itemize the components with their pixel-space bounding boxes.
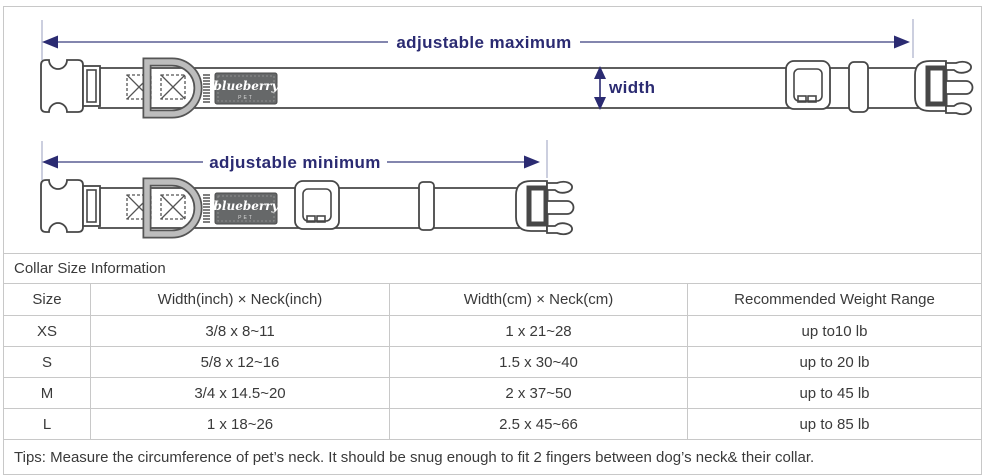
brand-name: blueberry [214, 79, 280, 93]
cell-cm: 1 x 21~28 [389, 315, 688, 347]
cell-inch: 5/8 x 12~16 [90, 346, 390, 378]
ribbed-stitch-icon [203, 74, 210, 103]
header-weight-range: Recommended Weight Range [687, 283, 982, 316]
buckle-male-icon [914, 60, 974, 116]
collar-diagram-minimum: adjustable minimum blueberry PET [40, 140, 575, 239]
slider-icon [294, 180, 340, 230]
cell-weight: up to10 lb [687, 315, 982, 347]
cell-weight: up to 45 lb [687, 377, 982, 409]
collar-diagram-maximum: adjustable maximum [40, 19, 974, 119]
table-row-s: S 5/8 x 12~16 1.5 x 30~40 up to 20 lb [3, 346, 982, 378]
stitch-marks-icon [126, 194, 186, 220]
dimension-arrow-minimum: adjustable minimum [42, 153, 540, 172]
table-section-title: Collar Size Information [3, 253, 982, 284]
arrowhead-left-icon [42, 35, 58, 49]
cell-inch: 3/4 x 14.5~20 [90, 377, 390, 409]
dimension-arrow-maximum: adjustable maximum [42, 33, 910, 52]
keeper-icon [418, 181, 435, 231]
cell-cm: 2 x 37~50 [389, 377, 688, 409]
cell-cm: 2.5 x 45~66 [389, 408, 688, 440]
d-ring-icon [142, 57, 203, 119]
header-width-inch: Width(inch) × Neck(inch) [90, 283, 390, 316]
table-row-xs: XS 3/8 x 8~11 1 x 21~28 up to10 lb [3, 315, 982, 347]
brand-label: blueberry PET [214, 72, 280, 105]
width-label: width [608, 78, 655, 97]
size-table-section: Collar Size Information Size Width(inch)… [3, 253, 982, 475]
tips-text: Tips: Measure the circumference of pet’s… [3, 439, 982, 475]
table-header-row: Size Width(inch) × Neck(inch) Width(cm) … [3, 283, 982, 316]
brand-sub: PET [238, 95, 254, 101]
arrowhead-right-icon [894, 35, 910, 49]
cell-cm: 1.5 x 30~40 [389, 346, 688, 378]
adjustable-minimum-label: adjustable minimum [209, 153, 381, 172]
stitch-marks-icon [126, 74, 186, 100]
brand-name: blueberry [214, 199, 280, 213]
cell-size: S [3, 346, 91, 378]
adjustable-maximum-label: adjustable maximum [396, 33, 571, 52]
header-width-cm: Width(cm) × Neck(cm) [389, 283, 688, 316]
cell-weight: up to 85 lb [687, 408, 982, 440]
table-row-l: L 1 x 18~26 2.5 x 45~66 up to 85 lb [3, 408, 982, 440]
collar-size-table: Collar Size Information Size Width(inch)… [3, 253, 982, 475]
slider-icon [785, 60, 831, 110]
brand-sub: PET [238, 215, 254, 221]
cell-size: XS [3, 315, 91, 347]
buckle-female-icon [40, 59, 101, 113]
cell-inch: 3/8 x 8~11 [90, 315, 390, 347]
keeper-icon [848, 61, 869, 113]
width-arrow: width [594, 66, 655, 110]
d-ring-icon [142, 177, 203, 239]
buckle-male-icon [515, 180, 575, 236]
buckle-female-icon [40, 179, 101, 233]
ribbed-stitch-icon [203, 194, 210, 223]
arrowhead-up-icon [594, 66, 606, 79]
brand-label: blueberry PET [214, 192, 280, 225]
table-row-m: M 3/4 x 14.5~20 2 x 37~50 up to 45 lb [3, 377, 982, 409]
cell-size: L [3, 408, 91, 440]
cell-size: M [3, 377, 91, 409]
arrowhead-left-icon [42, 155, 58, 169]
cell-weight: up to 20 lb [687, 346, 982, 378]
arrowhead-down-icon [594, 97, 606, 110]
collar-strap [98, 67, 920, 109]
header-size: Size [3, 283, 91, 316]
cell-inch: 1 x 18~26 [90, 408, 390, 440]
arrowhead-right-icon [524, 155, 540, 169]
